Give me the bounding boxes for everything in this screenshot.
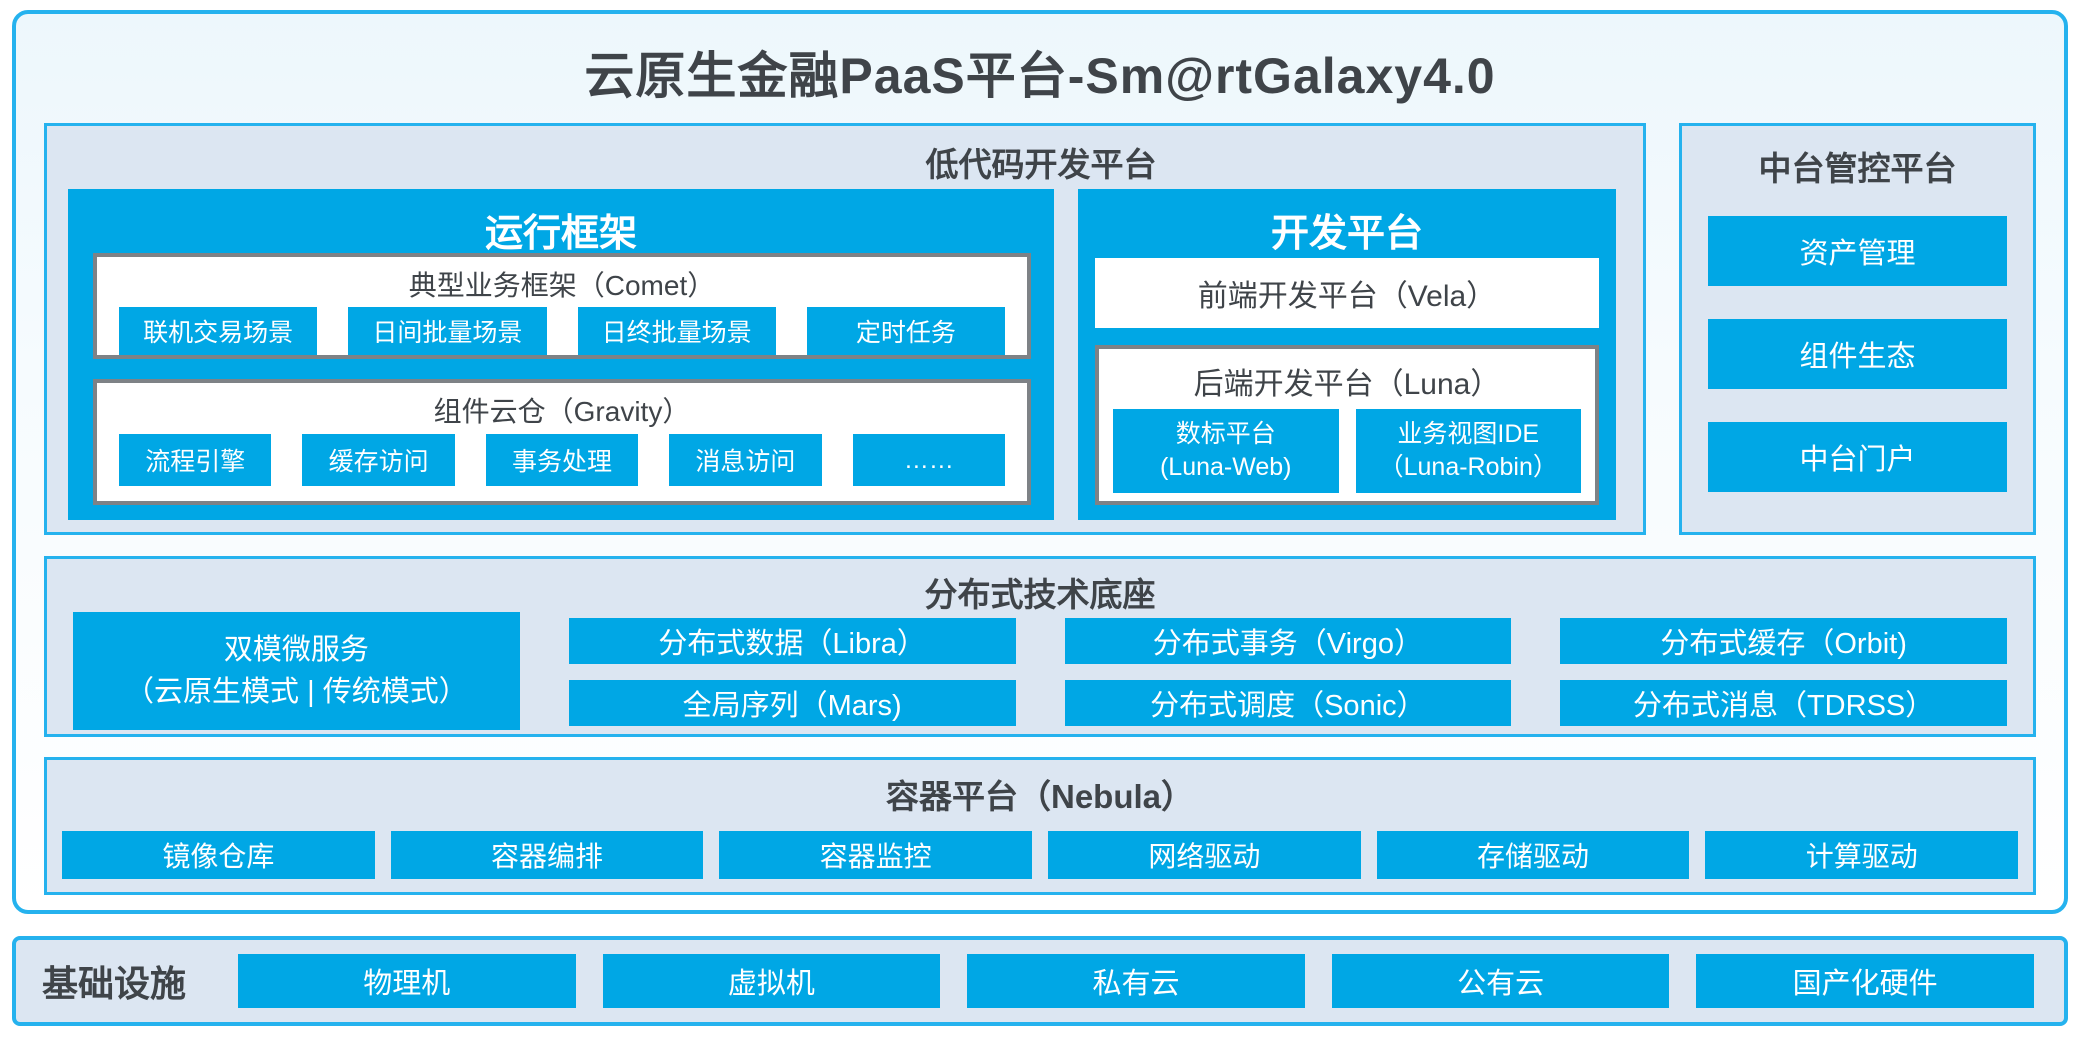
chip-scheduled-task: 定时任务 xyxy=(806,307,1005,355)
chip-distributed-message: 分布式消息（TDRSS） xyxy=(1560,680,2007,726)
dev-platform-title: 开发平台 xyxy=(1270,213,1423,255)
distributed-base-title: 分布式技术底座 xyxy=(924,576,1156,613)
infrastructure-panel: 基础设施 物理机 虚拟机 私有云 公有云 国产化硬件 xyxy=(12,936,2068,1026)
infrastructure-items-row: 物理机 虚拟机 私有云 公有云 国产化硬件 xyxy=(238,954,2034,1008)
chip-daytime-batch-scene: 日间批量场景 xyxy=(348,307,547,355)
chip-message-access: 消息访问 xyxy=(669,434,822,486)
vela-frontend-box: 前端开发平台（Vela） xyxy=(1095,258,1599,328)
chip-luna-web-code: (Luna-Web) xyxy=(1159,453,1292,481)
comet-framework-title: 典型业务框架（Comet） xyxy=(408,270,716,301)
chip-luna-robin-name: 业务视图IDE xyxy=(1397,420,1540,448)
chip-luna-web-name: 数标平台 xyxy=(1175,420,1276,448)
chip-process-engine: 流程引擎 xyxy=(119,434,272,486)
container-items-row: 镜像仓库 容器编排 容器监控 网络驱动 存储驱动 计算驱动 xyxy=(62,831,2019,879)
chip-global-sequence: 全局序列（Mars) xyxy=(568,680,1016,726)
infrastructure-title: 基础设施 xyxy=(42,963,187,1004)
chip-distributed-cache: 分布式缓存（Orbit) xyxy=(1560,618,2007,664)
container-platform-title: 容器平台（Nebula） xyxy=(885,778,1195,815)
runtime-framework-title: 运行框架 xyxy=(484,213,637,255)
distributed-base-panel: 分布式技术底座 双模微服务 （云原生模式 | 传统模式） 分布式数据（Libra… xyxy=(44,556,2036,737)
chip-dual-mode-microservice: 双模微服务 （云原生模式 | 传统模式） xyxy=(73,612,520,730)
page-title: 云原生金融PaaS平台-Sm@rtGalaxy4.0 xyxy=(584,48,1496,104)
chip-asset-management: 资产管理 xyxy=(1708,216,2007,286)
runtime-framework-panel: 运行框架 典型业务框架（Comet） 联机交易场景 日间批量场景 日终批量场景 … xyxy=(68,189,1054,520)
diagram-canvas: 云原生金融PaaS平台-Sm@rtGalaxy4.0 低代码开发平台 运行框架 … xyxy=(12,10,2068,914)
chip-virtual-machine: 虚拟机 xyxy=(602,954,941,1008)
chip-public-cloud: 公有云 xyxy=(1331,954,1670,1008)
chip-private-cloud: 私有云 xyxy=(967,954,1305,1008)
dual-mode-line2: （云原生模式 | 传统模式） xyxy=(125,676,468,708)
chip-domestic-hardware: 国产化硬件 xyxy=(1696,954,2034,1008)
chip-luna-web: 数标平台 (Luna-Web) xyxy=(1113,409,1339,493)
luna-backend-title: 后端开发平台（Luna） xyxy=(1193,368,1501,401)
distributed-col-1: 分布式数据（Libra） 全局序列（Mars) xyxy=(568,612,1016,730)
gravity-warehouse-title: 组件云仓（Gravity） xyxy=(433,396,691,427)
comet-items-row: 联机交易场景 日间批量场景 日终批量场景 定时任务 xyxy=(119,307,1005,355)
midplatform-control-title: 中台管控平台 xyxy=(1758,150,1957,187)
luna-backend-box: 后端开发平台（Luna） 数标平台 (Luna-Web) 业务视图IDE （Lu… xyxy=(1095,345,1599,505)
chip-midplatform-portal: 中台门户 xyxy=(1708,422,2007,492)
chip-distributed-data: 分布式数据（Libra） xyxy=(568,618,1016,664)
dev-platform-panel: 开发平台 前端开发平台（Vela） 后端开发平台（Luna） 数标平台 (Lun… xyxy=(1078,189,1616,520)
gravity-items-row: 流程引擎 缓存访问 事务处理 消息访问 …… xyxy=(119,434,1006,486)
distributed-col-2: 分布式事务（Virgo） 分布式调度（Sonic） xyxy=(1064,612,1512,730)
chip-component-ecosystem: 组件生态 xyxy=(1708,319,2007,389)
chip-network-driver: 网络驱动 xyxy=(1048,831,1361,879)
midplatform-items-column: 资产管理 组件生态 中台门户 xyxy=(1708,216,2007,492)
chip-storage-driver: 存储驱动 xyxy=(1376,831,1690,879)
chip-luna-robin: 业务视图IDE （Luna-Robin） xyxy=(1355,409,1581,493)
chip-distributed-scheduling: 分布式调度（Sonic） xyxy=(1064,680,1512,726)
chip-eod-batch-scene: 日终批量场景 xyxy=(577,307,776,355)
midplatform-control-panel: 中台管控平台 资产管理 组件生态 中台门户 xyxy=(1679,123,2036,535)
chip-distributed-transaction: 分布式事务（Virgo） xyxy=(1064,618,1512,664)
dual-mode-line1: 双模微服务 xyxy=(223,633,369,666)
chip-online-trading-scene: 联机交易场景 xyxy=(119,307,318,355)
chip-transaction-processing: 事务处理 xyxy=(485,434,639,486)
chip-cache-access: 缓存访问 xyxy=(302,434,455,486)
chip-container-monitoring: 容器监控 xyxy=(719,831,1033,879)
distributed-items-row: 双模微服务 （云原生模式 | 传统模式） 分布式数据（Libra） 全局序列（M… xyxy=(73,612,2007,730)
gravity-warehouse-box: 组件云仓（Gravity） 流程引擎 缓存访问 事务处理 消息访问 …… xyxy=(93,379,1031,505)
chip-container-orchestration: 容器编排 xyxy=(390,831,704,879)
chip-physical-machine: 物理机 xyxy=(238,954,576,1008)
lowcode-platform-title: 低代码开发平台 xyxy=(925,146,1157,183)
container-platform-panel: 容器平台（Nebula） 镜像仓库 容器编排 容器监控 网络驱动 存储驱动 计算… xyxy=(44,757,2036,895)
chip-luna-robin-code: （Luna-Robin） xyxy=(1378,453,1558,481)
chip-compute-driver: 计算驱动 xyxy=(1705,831,2019,879)
luna-items-row: 数标平台 (Luna-Web) 业务视图IDE （Luna-Robin） xyxy=(1113,409,1581,493)
chip-image-registry: 镜像仓库 xyxy=(62,831,375,879)
chip-ellipsis-more: …… xyxy=(852,434,1006,486)
distributed-col-3: 分布式缓存（Orbit) 分布式消息（TDRSS） xyxy=(1560,612,2007,730)
lowcode-platform-panel: 低代码开发平台 运行框架 典型业务框架（Comet） 联机交易场景 日间批量场景… xyxy=(44,123,1646,535)
comet-framework-box: 典型业务框架（Comet） 联机交易场景 日间批量场景 日终批量场景 定时任务 xyxy=(93,253,1031,359)
